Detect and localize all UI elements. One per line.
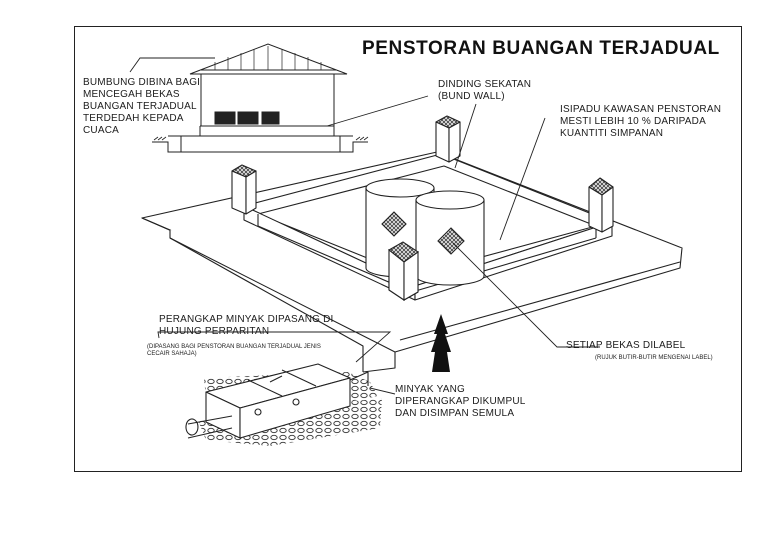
- label-storage-volume: ISIPADU KAWASAN PENSTORAN MESTI LEBIH 10…: [560, 104, 722, 139]
- label-containers-labelled: SETIAP BEKAS DILABEL: [566, 340, 686, 351]
- flow-arrow: [431, 314, 451, 372]
- bund-post: [435, 115, 461, 163]
- drum-right: [415, 190, 485, 286]
- oil-trap: [185, 363, 382, 446]
- storage-shed: [152, 43, 369, 153]
- label-bund-wall: DINDING SEKATAN (BUND WALL): [438, 79, 532, 102]
- label-oil-trap-note: (DIPASANG BAGI PENSTORAN BUANGAN TERJADU…: [147, 344, 321, 357]
- bund-post-front: [388, 241, 419, 302]
- diagram-frame: [74, 26, 742, 472]
- leader-lines: [129, 57, 600, 395]
- label-oil-collected: MINYAK YANG DIPERANGKAP DIKUMPUL DAN DIS…: [395, 384, 526, 419]
- label-oil-trap: PERANGKAP MINYAK DIPASANG DI HUJUNG PERP…: [159, 314, 334, 337]
- label-containers-labelled-note: (RUJUK BUTIR-BUTIR MENGENAI LABEL): [595, 355, 713, 361]
- bund-post: [588, 177, 614, 233]
- label-roof: BUMBUNG DIBINA BAGI MENCEGAH BEKAS BUANG…: [83, 77, 201, 136]
- diagram-title: PENSTORAN BUANGAN TERJADUAL: [362, 38, 720, 59]
- bund-post: [231, 164, 257, 215]
